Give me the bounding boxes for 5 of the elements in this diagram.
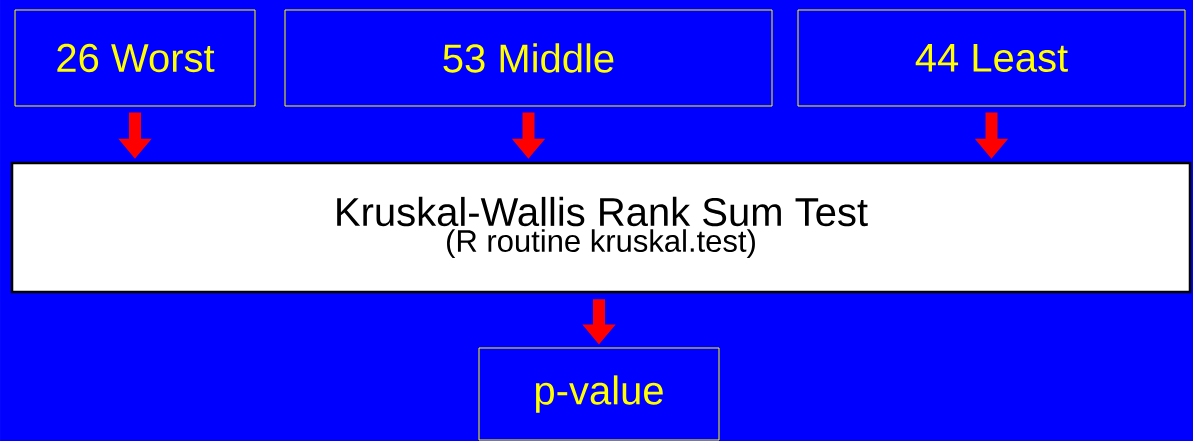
label-box: p-value [478, 347, 720, 441]
label-box: 53 Middle [284, 9, 773, 107]
label-box: 44 Least [797, 9, 1186, 107]
label-box: 26 Worst [14, 9, 256, 107]
test-box: Kruskal-Wallis Rank Sum Test (R routine kruskal.test) [10, 161, 1192, 294]
